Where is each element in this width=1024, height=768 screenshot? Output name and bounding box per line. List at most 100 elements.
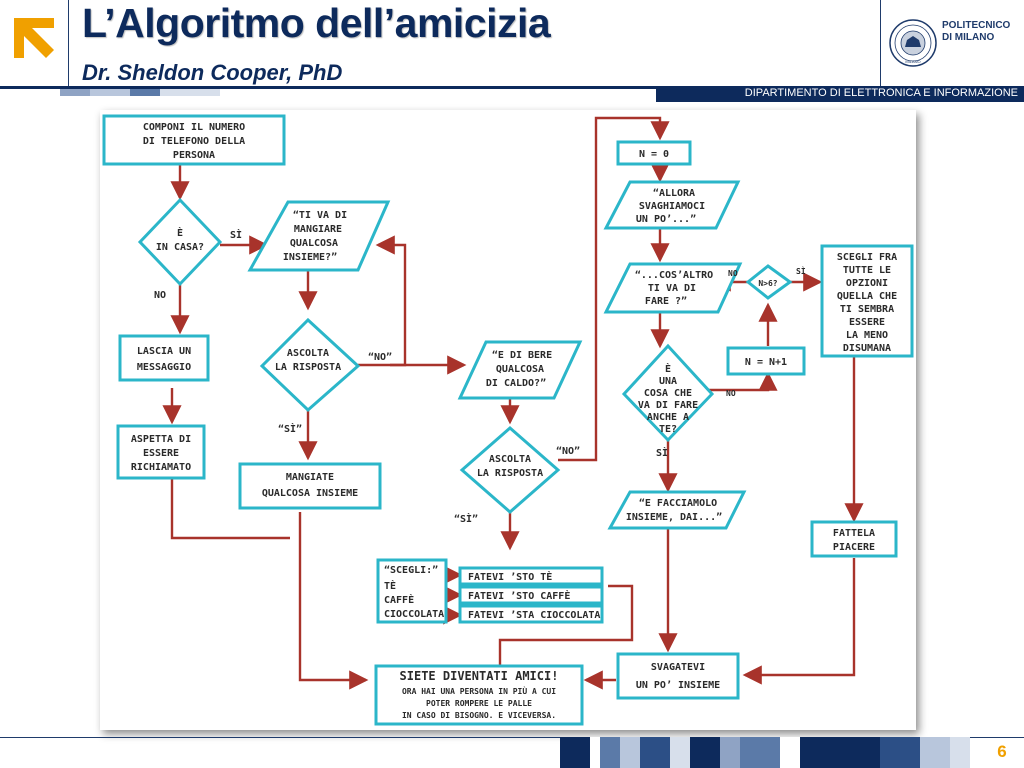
common-line-3: COSA CHE	[644, 388, 692, 399]
n-check-yes-label: SÌ	[796, 265, 806, 276]
wait-callback-line-1: ASPETTA DI	[131, 434, 191, 445]
choice-coffee: CAFFÈ	[384, 593, 414, 606]
do-together-line-2: INSIEME, DAI...”	[626, 512, 722, 523]
what-else-line-3: FARE ?”	[645, 296, 687, 307]
n-check-diamond	[745, 264, 793, 300]
eat-question-line-2: MANGIARE	[294, 224, 342, 235]
wait-callback-line-3: RICHIAMATO	[131, 462, 191, 473]
listen-2-line-2: LA RISPOSTA	[477, 468, 543, 479]
least-bad-line-3: OPZIONI	[846, 278, 888, 289]
common-line-6: TE?	[659, 424, 677, 435]
university-name: POLITECNICO DI MILANO	[942, 20, 1022, 44]
start-line-3: PERSONA	[173, 150, 215, 161]
common-diamond	[621, 343, 715, 443]
seal-text: MILANO	[905, 59, 920, 64]
department-bar	[656, 86, 1024, 102]
listen-1-line-1: ASCOLTA	[287, 348, 329, 359]
have-fun-line-3: UN PO’...”	[636, 214, 696, 225]
department-label: DIPARTIMENTO DI ELETTRONICA E INFORMAZIO…	[744, 87, 1018, 99]
common-line-2: UNA	[659, 376, 677, 387]
drink-question-line-3: DI CALDO?”	[486, 378, 546, 389]
home-diamond	[137, 197, 223, 287]
choice-action-tea-label: FATEVI ’STO TÈ	[468, 570, 552, 583]
least-bad-line-6: ESSERE	[849, 317, 885, 328]
n-increment-box	[726, 346, 806, 376]
footer-line	[0, 737, 1024, 738]
what-else-line-2: TI VA DI	[648, 283, 696, 294]
friends-line-3: POTER ROMPERE LE PALLE	[426, 699, 532, 708]
wait-callback-line-2: ESSERE	[143, 448, 179, 459]
choice-tea: TÈ	[384, 579, 396, 592]
have-fun-line-1: “ALLORA	[653, 188, 695, 199]
start-line-2: DI TELEFONO DELLA	[143, 136, 245, 147]
n-zero-box	[616, 140, 692, 166]
hang-out-box	[616, 652, 740, 700]
header-divider-right	[880, 0, 881, 86]
choose-header: “SCEGLI:”	[384, 565, 438, 576]
listen-2-yes-label: “SÌ”	[454, 512, 478, 525]
friends-line-4: IN CASO DI BISOGNO. E VICEVERSA.	[402, 711, 556, 720]
hang-out-line-2: UN PO’ INSIEME	[636, 680, 720, 691]
flowchart-arrows	[162, 116, 864, 690]
eat-together-box	[238, 462, 382, 510]
hang-out-line-1: SVAGATEVI	[651, 662, 705, 673]
do-together-line-1: “E FACCIAMOLO	[639, 498, 717, 509]
n-check-label: N>6?	[758, 279, 777, 288]
start-box	[102, 114, 286, 166]
university-seal-icon: MILANO	[889, 19, 937, 67]
least-bad-box	[820, 244, 914, 358]
university-name-line-2: DI MILANO	[942, 32, 995, 43]
least-bad-line-7: LA MENO	[846, 330, 888, 341]
eat-question-line-1: “TI VA DI	[293, 210, 347, 221]
choice-action-coffee-label: FATEVI ’STO CAFFÈ	[468, 589, 570, 602]
listen-1-line-2: LA RISPOSTA	[275, 362, 341, 373]
flowchart-diagram: COMPONI IL NUMERO DI TELEFONO DELLA PERS…	[102, 114, 914, 726]
common-yes-label: SÌ	[656, 446, 668, 459]
what-else-box	[603, 262, 743, 314]
n-check-no-label: NO	[728, 269, 738, 278]
listen-2-no-label: “NO”	[556, 446, 580, 457]
flowchart-figure: COMPONI IL NUMERO DI TELEFONO DELLA PERS…	[100, 110, 916, 730]
choices-box	[376, 558, 448, 624]
n-zero-label: N = 0	[639, 149, 669, 160]
eat-question-line-3: QUALCOSA	[290, 238, 338, 249]
home-question-line-2: IN CASA?	[156, 242, 204, 253]
home-no-label: NO	[154, 290, 166, 301]
common-line-1: È	[665, 362, 671, 375]
least-bad-line-1: SCEGLI FRA	[837, 252, 897, 263]
leave-message-line-2: MESSAGGIO	[137, 362, 191, 373]
common-no-label: NO	[726, 389, 736, 398]
common-line-5: ANCHE A	[647, 412, 689, 423]
header-divider	[68, 0, 69, 86]
what-else-line-1: “...COS’ALTRO	[635, 270, 713, 281]
home-question-line-1: È	[177, 226, 183, 239]
slide-title: L’Algoritmo dell’amicizia	[82, 0, 551, 46]
enjoy-it-box	[810, 520, 898, 558]
common-line-4: VA DI FARE	[638, 400, 698, 411]
least-bad-line-8: DISUMANA	[843, 343, 891, 354]
page-number: 6	[997, 742, 1007, 761]
least-bad-line-5: TI SEMBRA	[840, 304, 894, 315]
wait-callback-box	[116, 424, 206, 480]
slide-logo	[0, 0, 68, 86]
choice-chocolate: CIOCCOLATA	[384, 609, 444, 620]
eat-together-line-2: QUALCOSA INSIEME	[262, 488, 358, 499]
listen-1-no-label: “NO”	[368, 352, 392, 363]
choice-action-chocolate-label: FATEVI ’STA CIOCCOLATA	[468, 610, 600, 621]
listen-diamond-2	[459, 426, 561, 514]
drink-question-line-1: “E DI BERE	[492, 350, 552, 361]
eat-together-line-1: MANGIATE	[286, 472, 334, 483]
friends-line-1: SIETE DIVENTATI AMICI!	[400, 669, 559, 683]
choice-action-coffee	[458, 585, 604, 605]
do-together-box	[607, 490, 747, 530]
slide-subtitle: Dr. Sheldon Cooper, PhD	[82, 60, 343, 85]
listen-2-line-1: ASCOLTA	[489, 454, 531, 465]
drink-question-box	[457, 340, 583, 400]
orange-arrow-icon	[14, 18, 54, 58]
least-bad-line-2: TUTTE LE	[843, 265, 891, 276]
flowchart-shapes	[102, 114, 914, 726]
choice-action-tea	[458, 566, 604, 586]
start-line-1: COMPONI IL NUMERO	[143, 122, 245, 133]
friends-box	[374, 664, 584, 726]
